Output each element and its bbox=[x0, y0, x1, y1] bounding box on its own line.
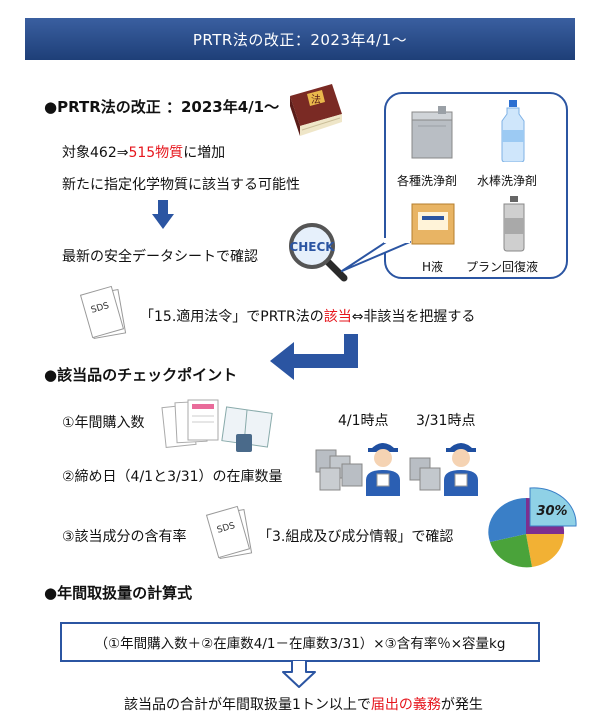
target-count-suffix: に増加 bbox=[183, 145, 226, 161]
formula-text: （①年間購入数＋②在庫数4/1－在庫数3/31）×③含有率％×容量kg bbox=[94, 636, 506, 652]
bubble-tail bbox=[341, 238, 411, 272]
cardboard-box-icon bbox=[411, 203, 455, 245]
check-magnifier-icon: CHECK bbox=[289, 223, 348, 282]
designated-substance-line: 新たに指定化学物質に該当する可能性 bbox=[62, 177, 300, 193]
applicable-law-highlight: 該当 bbox=[323, 309, 352, 325]
formula-box: （①年間購入数＋②在庫数4/1－在庫数3/31）×③含有率％×容量kg bbox=[60, 622, 540, 662]
invoice-ledger-icon bbox=[161, 399, 273, 452]
section-heading-revision: ●PRTR法の改正 ：2023年4/1〜 bbox=[44, 98, 280, 116]
detergent-can-icon bbox=[411, 106, 453, 159]
metal-can-icon bbox=[503, 196, 525, 252]
target-count-highlight: 515物質 bbox=[128, 145, 184, 161]
water-bottle-icon bbox=[501, 100, 525, 162]
page-title-text: PRTR法の改正：2023年4/1〜 bbox=[192, 30, 408, 49]
sds-doc-label: SDS bbox=[216, 521, 237, 536]
sds-doc-label: SDS bbox=[90, 301, 111, 316]
result-suffix: が発生 bbox=[440, 697, 483, 713]
product-label: 各種洗浄剤 bbox=[397, 174, 458, 188]
composition-check-line: 「3.組成及び成分情報」で確認 bbox=[258, 529, 454, 545]
book-char: 法 bbox=[311, 93, 321, 106]
check-label: CHECK bbox=[289, 240, 335, 254]
stock-cans-icon bbox=[409, 457, 441, 491]
result-arrow-icon bbox=[282, 660, 316, 688]
applicable-law-line: 「15.適用法令」でPRTR法の該当⇔非該当を把握する bbox=[140, 306, 475, 326]
target-count-line: 対象462⇒515物質に増加 bbox=[62, 142, 225, 162]
page-title: PRTR法の改正：2023年4/1〜 bbox=[25, 18, 575, 60]
product-label: プラン回復液 bbox=[466, 260, 539, 274]
product-label: H液 bbox=[422, 260, 444, 274]
result-prefix: 該当品の合計が年間取扱量1トン以上で bbox=[124, 697, 371, 713]
stock-cans-icon bbox=[315, 449, 363, 491]
law-book-icon: 法 bbox=[290, 84, 342, 136]
time-label-march: 3/31時点 bbox=[416, 413, 476, 429]
content-rate-pie-icon: 30% bbox=[488, 487, 577, 568]
point-content-rate: ③該当成分の含有率 bbox=[62, 529, 187, 545]
worker-icon bbox=[444, 443, 478, 496]
section-heading-checkpoints: ●該当品のチェックポイント bbox=[44, 366, 238, 384]
time-label-april: 4/1時点 bbox=[338, 413, 389, 429]
pie-value-label: 30% bbox=[536, 504, 567, 519]
down-arrow-icon bbox=[152, 200, 174, 229]
result-highlight: 届出の義務 bbox=[370, 697, 441, 713]
target-count-prefix: 対象462⇒ bbox=[62, 145, 129, 161]
applicable-law-prefix: 「15.適用法令」でPRTR法の bbox=[140, 309, 324, 325]
bent-arrow-icon bbox=[270, 334, 358, 380]
worker-icon bbox=[366, 443, 400, 496]
point-inventory: ②締め日（4/1と3/31）の在庫数量 bbox=[62, 469, 283, 485]
sds-check-line: 最新の安全データシートで確認 bbox=[62, 249, 258, 265]
section-heading-formula: ●年間取扱量の計算式 bbox=[44, 584, 193, 602]
sds-document-icon: SDS bbox=[206, 505, 253, 560]
sds-document-icon: SDS bbox=[80, 285, 127, 340]
product-label: 水棒洗浄剤 bbox=[477, 174, 538, 188]
result-line: 該当品の合計が年間取扱量1トン以上で届出の義務が発生 bbox=[124, 694, 483, 714]
applicable-law-suffix: ⇔非該当を把握する bbox=[351, 309, 476, 325]
point-annual-purchase: ①年間購入数 bbox=[62, 415, 145, 431]
